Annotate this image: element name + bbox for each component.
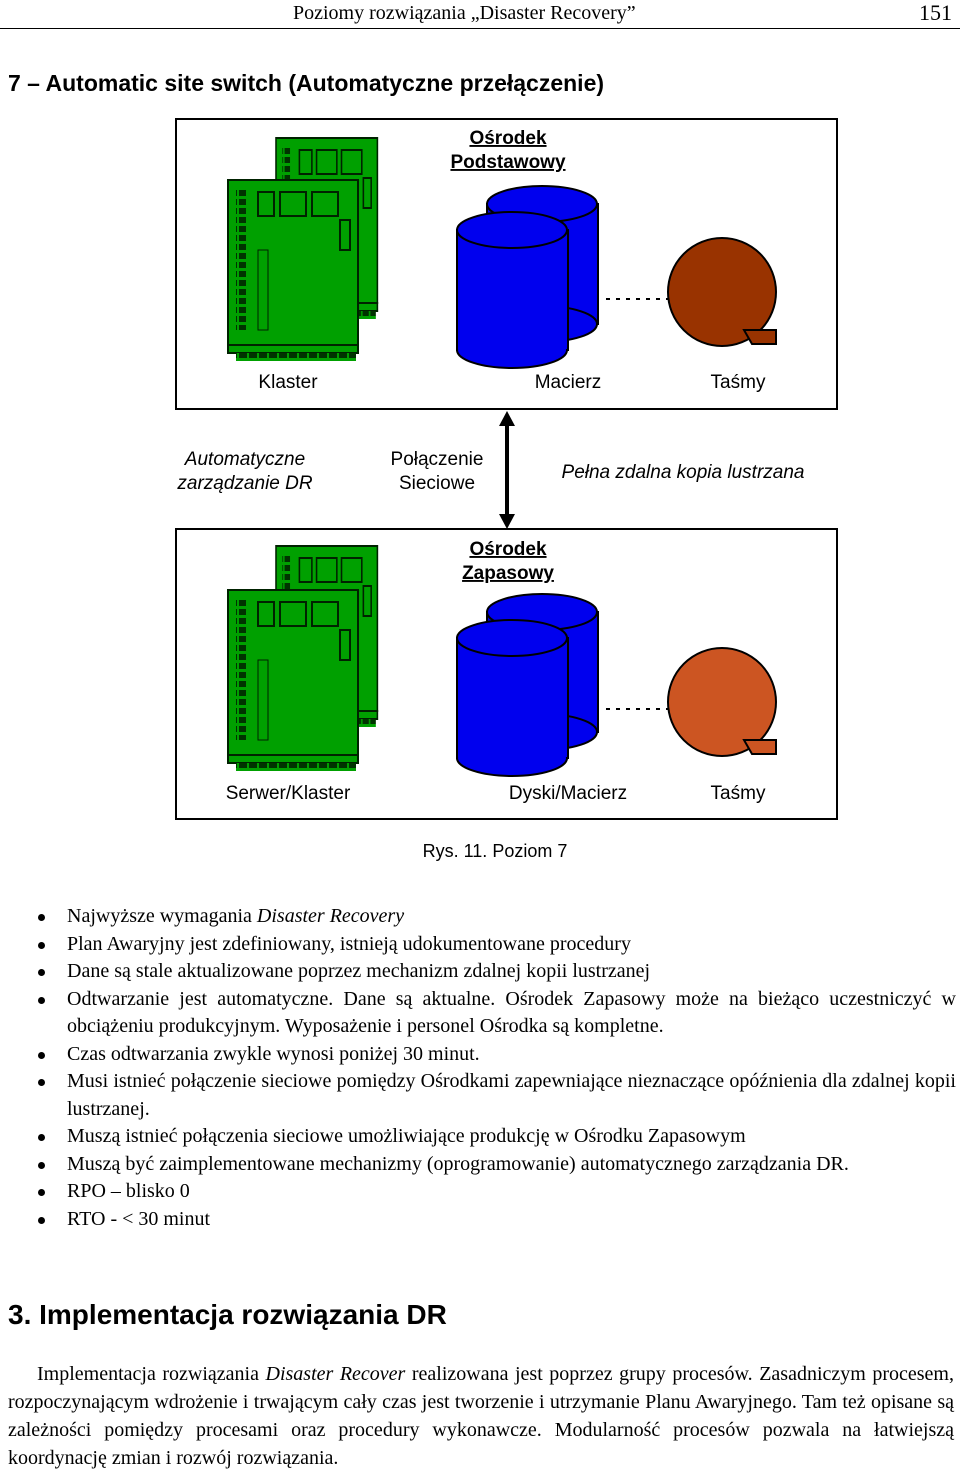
auto-mgmt-label-1: Automatyczne: [184, 449, 305, 470]
bullet-icon: [38, 1189, 45, 1196]
mirror-label: Pełna zdalna kopia lustrzana: [562, 462, 805, 483]
list-item: RTO - < 30 minut: [38, 1206, 956, 1234]
list-item: RPO – blisko 0: [38, 1178, 956, 1206]
network-label-1: Połączenie: [391, 449, 484, 470]
list-item: Musi istnieć połączenie sieciowe pomiędz…: [38, 1068, 956, 1123]
label-tasmy-backup: Taśmy: [711, 783, 766, 804]
bullet-icon: [38, 969, 45, 976]
backup-site-title-2: Zapasowy: [462, 563, 554, 584]
list-item: Odtwarzanie jest automatyczne. Dane są a…: [38, 986, 956, 1041]
bullet-icon: [38, 1079, 45, 1086]
arrow-down-icon: [499, 514, 515, 529]
primary-disk-array: [456, 185, 599, 369]
bullet-icon: [38, 1134, 45, 1141]
list-item: Najwyższe wymagania Disaster Recovery: [38, 903, 956, 931]
arrow-up-icon: [499, 411, 515, 426]
implementation-paragraph: Implementacja rozwiązania Disaster Recov…: [8, 1363, 954, 1469]
network-link: Automatyczne zarządzanie DR Połączenie S…: [176, 411, 804, 529]
running-title: Poziomy rozwiązania „Disaster Recovery”: [293, 2, 636, 24]
label-klaster: Klaster: [258, 372, 318, 393]
label-dyski-macierz: Dyski/Macierz: [509, 783, 627, 804]
bullet-icon: [38, 1216, 45, 1224]
bullet-icon: [38, 941, 45, 949]
label-serwer-klaster: Serwer/Klaster: [226, 783, 351, 804]
bullet-icon: [38, 1051, 45, 1059]
section-title: 7 – Automatic site switch (Automatyczne …: [8, 70, 605, 96]
label-tasmy-primary: Taśmy: [711, 372, 766, 393]
backup-site-panel: Ośrodek Zapasowy Serwer/Klaster Dyski/Ma…: [175, 528, 838, 820]
list-item: Plan Awaryjny jest zdefiniowany, istniej…: [38, 931, 956, 959]
backup-site-title-1: Ośrodek: [469, 539, 547, 560]
implementation-heading: 3. Implementacja rozwiązania DR: [8, 1299, 447, 1330]
primary-site-panel: Ośrodek Podstawowy Klaster Macierz Taśmy: [175, 118, 838, 410]
list-item: Czas odtwarzania zwykle wynosi poniżej 3…: [38, 1041, 956, 1069]
label-macierz: Macierz: [535, 372, 602, 393]
network-label-2: Sieciowe: [399, 473, 475, 494]
bullet-icon: [38, 1161, 45, 1169]
primary-site-title-1: Ośrodek: [469, 128, 547, 149]
figure-caption: Rys. 11. Poziom 7: [422, 841, 568, 861]
requirements-list: Najwyższe wymagania Disaster Recovery Pl…: [38, 903, 956, 1233]
bullet-icon: [38, 996, 45, 1004]
bullet-icon: [38, 914, 45, 921]
primary-site-title-2: Podstawowy: [450, 152, 566, 173]
primary-tape: [606, 237, 777, 347]
backup-tape: [606, 647, 777, 757]
running-header: Poziomy rozwiązania „Disaster Recovery” …: [0, 0, 960, 29]
backup-disk-array: [456, 593, 599, 777]
list-item: Muszą istnieć połączenia sieciowe umożli…: [38, 1123, 956, 1151]
auto-mgmt-label-2: zarządzanie DR: [176, 473, 312, 494]
dr-diagram: Ośrodek Podstawowy Klaster Macierz Taśmy…: [175, 118, 838, 820]
list-item: Muszą być zaimplementowane mechanizmy (o…: [38, 1151, 956, 1179]
page-number: 151: [919, 0, 952, 25]
list-item: Dane są stale aktualizowane poprzez mech…: [38, 958, 956, 986]
